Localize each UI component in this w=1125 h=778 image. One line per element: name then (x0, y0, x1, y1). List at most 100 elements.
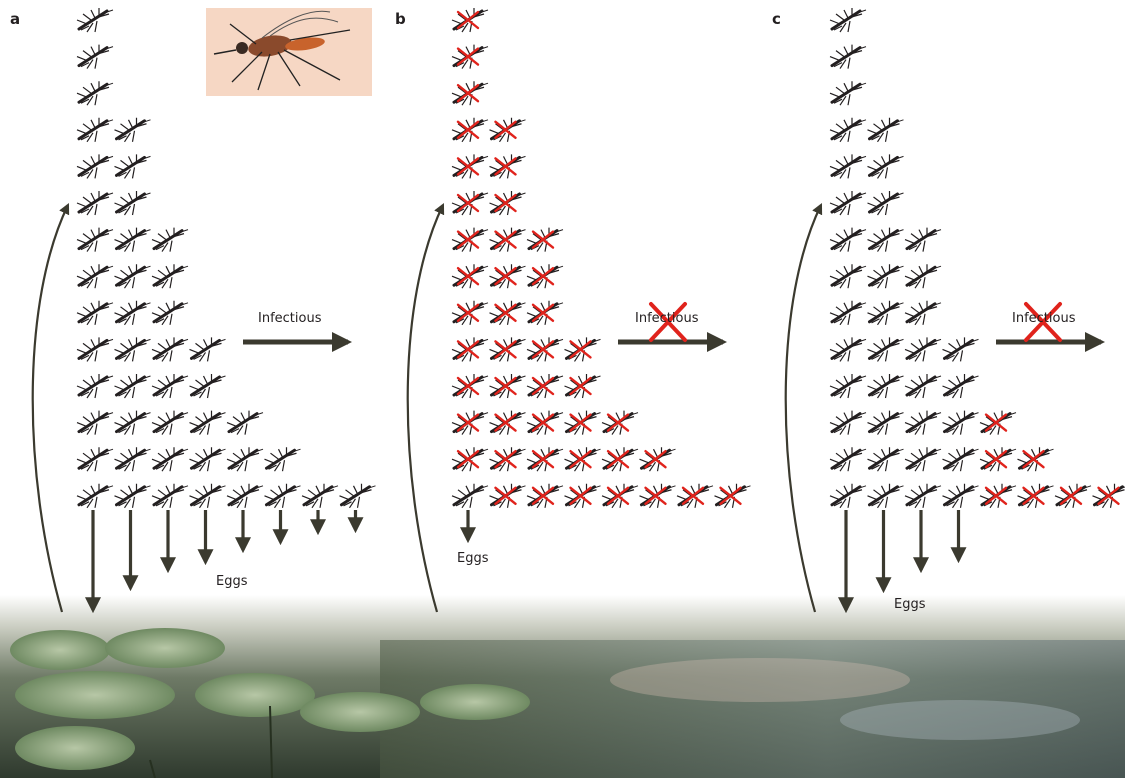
mosquito-icon (943, 411, 979, 435)
mosquito-icon (77, 484, 113, 508)
infectious-label-b: Infectious (635, 311, 699, 326)
mosquito-icon (905, 411, 941, 435)
mosquito-icon (868, 447, 904, 471)
mosquito-icon (227, 484, 263, 508)
mosquito-icon (943, 447, 979, 471)
mosquito-icon (190, 374, 226, 398)
mosquito-icon (868, 191, 904, 215)
mosquito-icon (868, 301, 904, 325)
mosquito-icon (152, 374, 188, 398)
mosquito-icon (830, 264, 866, 288)
mosquito-icon (905, 228, 941, 252)
mosquito-icon (830, 118, 866, 142)
mosquito-icon (830, 81, 866, 105)
mosquito-icon (152, 337, 188, 361)
mosquito-icon (115, 228, 151, 252)
mosquito-icon (77, 8, 113, 32)
mosquito-icon (868, 264, 904, 288)
mosquito-icon (77, 301, 113, 325)
mosquito-icon (77, 264, 113, 288)
mosquito-icon (115, 484, 151, 508)
mosquito-icon (77, 447, 113, 471)
mosquito-icon (115, 118, 151, 142)
panel-a (33, 8, 376, 612)
mosquito-icon (190, 337, 226, 361)
mosquito-icon (830, 411, 866, 435)
panel-letter-a: a (10, 10, 20, 28)
mosquito-icon (115, 411, 151, 435)
mosquito-icon (115, 301, 151, 325)
mosquito-icon (77, 374, 113, 398)
mosquito-icon (77, 191, 113, 215)
pond-background (0, 595, 1125, 778)
mosquito-icon (868, 411, 904, 435)
mosquito-icon (190, 447, 226, 471)
mosquito-icon (77, 228, 113, 252)
mosquito-icon (152, 264, 188, 288)
mosquito-icon (77, 118, 113, 142)
mosquito-icon (830, 447, 866, 471)
panel-letter-b: b (395, 10, 406, 28)
mosquito-icon (340, 484, 376, 508)
mosquito-icon (115, 154, 151, 178)
mosquito-icon (115, 264, 151, 288)
mosquito-icon (943, 484, 979, 508)
mosquito-icon (77, 411, 113, 435)
mosquito-icon (115, 374, 151, 398)
mosquito-icon (830, 191, 866, 215)
mosquito-icon (905, 484, 941, 508)
mosquito-icon (830, 374, 866, 398)
mosquito-illustration (206, 8, 372, 96)
mosquito-icon (868, 484, 904, 508)
mosquito-icon (115, 191, 151, 215)
mosquito-icon (77, 154, 113, 178)
panel-c (786, 8, 1125, 612)
infectious-label-a: Infectious (258, 311, 322, 326)
mosquito-icon (77, 337, 113, 361)
mosquito-icon (152, 228, 188, 252)
mosquito-icon (152, 484, 188, 508)
mosquito-icon (152, 447, 188, 471)
mosquito-icon (452, 484, 488, 508)
mosquito-icon (227, 447, 263, 471)
panel-b (408, 8, 751, 612)
return-arrow-icon (33, 205, 68, 612)
infectious-label-c: Infectious (1012, 311, 1076, 326)
mosquito-icon (830, 8, 866, 32)
mosquito-icon (905, 301, 941, 325)
mosquito-icon (830, 337, 866, 361)
mosquito-icon (868, 337, 904, 361)
return-arrow-icon (786, 205, 821, 612)
mosquito-icon (868, 154, 904, 178)
mosquito-icon (302, 484, 338, 508)
eggs-label-b: Eggs (457, 551, 489, 566)
eggs-label-a: Eggs (216, 574, 248, 589)
mosquito-icon (868, 118, 904, 142)
mosquito-icon (115, 337, 151, 361)
mosquito-icon (830, 154, 866, 178)
mosquito-icon (905, 447, 941, 471)
mosquito-icon (190, 484, 226, 508)
mosquito-icon (830, 301, 866, 325)
mosquito-icon (830, 45, 866, 69)
mosquito-icon (190, 411, 226, 435)
mosquito-icon (905, 374, 941, 398)
panel-letter-c: c (772, 10, 781, 28)
mosquito-icon (77, 81, 113, 105)
mosquito-icon (868, 228, 904, 252)
mosquito-icon (265, 447, 301, 471)
return-arrow-icon (408, 205, 443, 612)
mosquito-icon (905, 264, 941, 288)
mosquito-icon (152, 301, 188, 325)
eggs-label-c: Eggs (894, 597, 926, 612)
mosquito-icon (830, 484, 866, 508)
mosquito-icon (905, 337, 941, 361)
mosquito-icon (868, 374, 904, 398)
mosquito-icon (115, 447, 151, 471)
mosquito-icon (830, 228, 866, 252)
mosquito-icon (943, 337, 979, 361)
mosquito-icon (265, 484, 301, 508)
mosquito-icon (77, 45, 113, 69)
mosquito-icon (943, 374, 979, 398)
